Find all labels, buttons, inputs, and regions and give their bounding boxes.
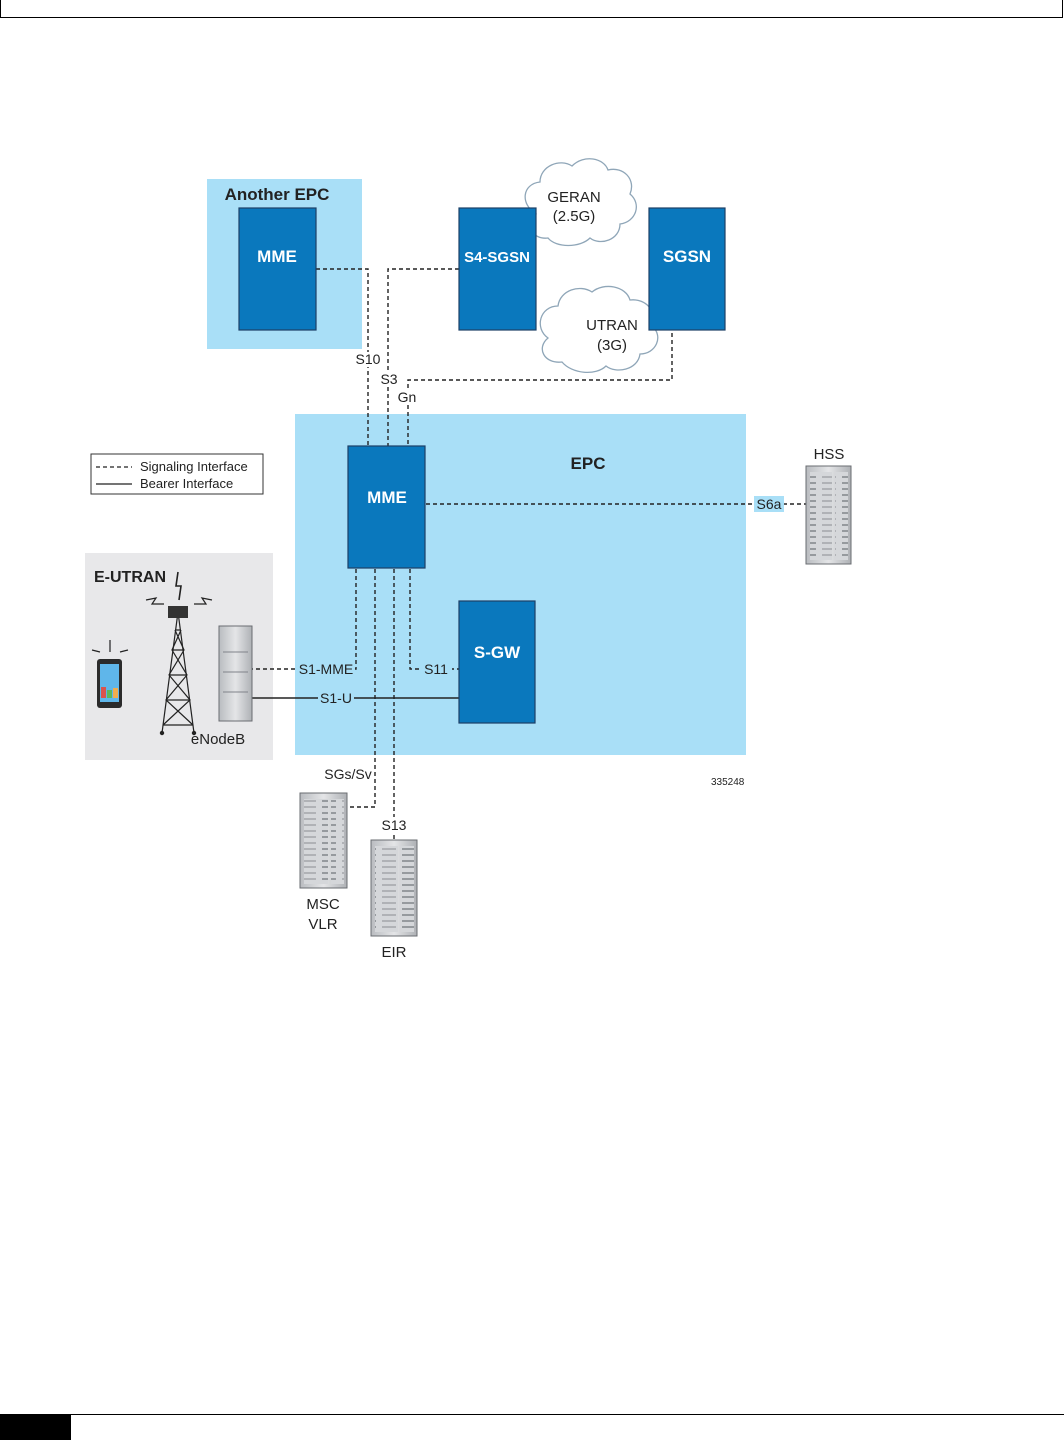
label-s10: S10 xyxy=(356,351,381,367)
label-s1-u: S1-U xyxy=(320,690,352,706)
enodeb-icon[interactable] xyxy=(218,625,253,722)
label-sgs-sv: SGs/Sv xyxy=(324,766,371,782)
node-mme-remote[interactable]: MME xyxy=(238,207,317,331)
interface-labels: S10 S3 Gn S6a S1-MME S1-U S11 SGs/Sv S13 xyxy=(297,351,784,833)
node-s4-sgsn[interactable]: S4-SGSN xyxy=(458,207,537,331)
signaling-lines xyxy=(252,268,806,840)
region-epc-label: EPC xyxy=(571,454,606,473)
server-hss-icon[interactable] xyxy=(805,465,852,565)
legend: Signaling Interface Bearer Interface xyxy=(90,453,264,495)
label-s13: S13 xyxy=(382,817,407,833)
page-footer-tab xyxy=(0,1414,71,1440)
node-sgsn[interactable]: SGSN xyxy=(648,207,726,331)
node-sgsn-label: SGSN xyxy=(663,247,711,266)
server-eir-icon[interactable] xyxy=(370,839,418,937)
region-e-utran-label: E-UTRAN xyxy=(94,569,166,586)
label-gn: Gn xyxy=(398,389,417,405)
cloud-geran-label-2: (2.5G) xyxy=(553,208,596,225)
line-s11 xyxy=(409,569,459,670)
page-footer-rule xyxy=(0,1414,1064,1440)
line-s3 xyxy=(387,268,459,446)
label-s6a: S6a xyxy=(757,496,782,512)
node-sgw-label: S-GW xyxy=(474,643,521,662)
figure-id: 335248 xyxy=(711,777,745,788)
node-mme-remote-label: MME xyxy=(257,247,297,266)
server-msc-vlr-label-1: MSC xyxy=(306,896,340,913)
cell-tower-icon xyxy=(145,571,213,736)
server-msc-vlr-icon[interactable] xyxy=(299,792,348,889)
server-hss-label: HSS xyxy=(814,446,845,463)
enodeb-label: eNodeB xyxy=(191,731,245,748)
legend-bearer-label: Bearer Interface xyxy=(140,476,233,491)
server-eir-label: EIR xyxy=(381,944,406,961)
node-sgw[interactable]: S-GW xyxy=(458,600,536,724)
line-s1-mme xyxy=(252,569,357,670)
node-s4-sgsn-label: S4-SGSN xyxy=(464,249,530,266)
label-s1-mme: S1-MME xyxy=(299,661,353,677)
page-header-rule xyxy=(0,0,1063,18)
label-s3: S3 xyxy=(380,371,397,387)
cloud-utran: UTRAN (3G) xyxy=(539,285,659,373)
label-s11: S11 xyxy=(424,661,448,677)
line-gn xyxy=(407,333,673,446)
cloud-geran: GERAN (2.5G) xyxy=(524,158,637,247)
server-msc-vlr-label-2: VLR xyxy=(308,916,337,933)
cloud-utran-label-1: UTRAN xyxy=(586,317,638,334)
line-sgs-sv xyxy=(348,569,376,808)
node-mme-label: MME xyxy=(367,488,407,507)
legend-signaling-label: Signaling Interface xyxy=(140,459,248,474)
cloud-utran-label-2: (3G) xyxy=(597,337,627,354)
mobile-phone-icon xyxy=(91,640,129,708)
line-s10 xyxy=(316,268,369,446)
cloud-geran-label-1: GERAN xyxy=(547,189,600,206)
region-another-epc-label: Another EPC xyxy=(225,185,330,204)
node-mme[interactable]: MME xyxy=(347,445,426,569)
